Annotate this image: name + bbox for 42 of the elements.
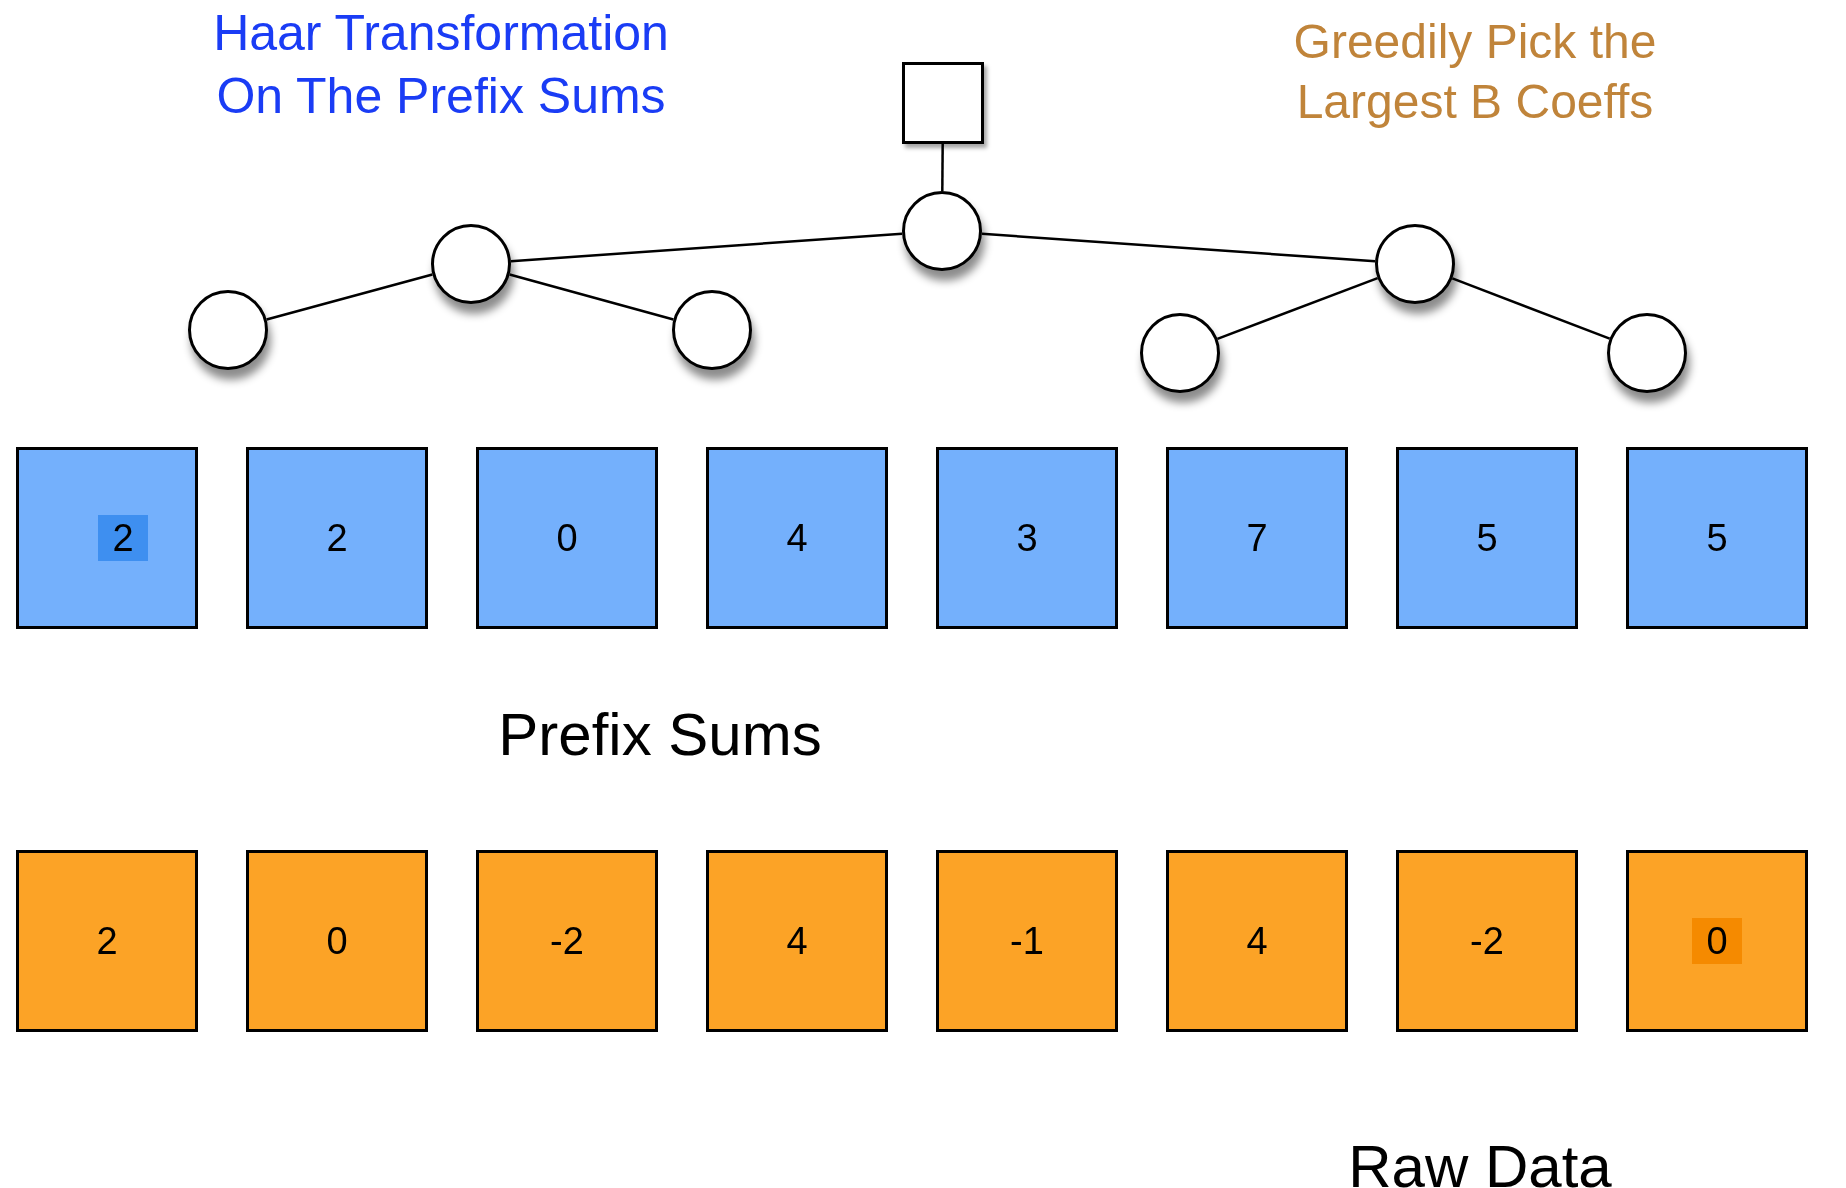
- prefix-sum-cell: [1626, 447, 1808, 629]
- prefix-sum-cell: [1396, 447, 1578, 629]
- row-label: Prefix Sums: [497, 700, 823, 770]
- tree-edge: [510, 232, 903, 263]
- prefix-sum-cell: [1166, 447, 1348, 629]
- cell-value: 4: [786, 922, 808, 960]
- row-label: Raw Data: [1347, 1132, 1613, 1188]
- tree-edge: [266, 273, 433, 321]
- cell-value: 5: [1706, 519, 1728, 557]
- prefix-sum-cell: [936, 447, 1118, 629]
- tree-edge: [509, 273, 674, 321]
- raw-data-cell: [1166, 850, 1348, 1032]
- raw-data-cell: [16, 850, 198, 1032]
- root-square: [902, 62, 984, 144]
- raw-data-cell: [246, 850, 428, 1032]
- cell-value: 0: [556, 519, 578, 557]
- raw-data-cell: [936, 850, 1118, 1032]
- cell-value: -2: [1470, 922, 1504, 960]
- cell-value: 0: [326, 922, 348, 960]
- prefix-sum-cell: [706, 447, 888, 629]
- tree-edge: [981, 232, 1376, 263]
- caption-label: Haar Transformation On The Prefix Sums: [212, 4, 670, 126]
- prefix-sum-cell: [16, 447, 198, 629]
- caption-label: Greedily Pick the Largest B Coeffs: [1292, 14, 1658, 130]
- cell-value: 2: [326, 519, 348, 557]
- cell-value: 7: [1246, 519, 1268, 557]
- cell-value: 2: [96, 922, 118, 960]
- prefix-sum-cell: [246, 447, 428, 629]
- cell-value: 2: [98, 515, 148, 561]
- cell-value: 5: [1476, 519, 1498, 557]
- cell-value: -2: [550, 922, 584, 960]
- cell-value: 4: [786, 519, 808, 557]
- raw-data-cell: [1396, 850, 1578, 1032]
- cell-value: 4: [1246, 922, 1268, 960]
- cell-value: 0: [1692, 918, 1742, 964]
- tree-edge: [941, 144, 944, 191]
- raw-data-cell: [1626, 850, 1808, 1032]
- cell-value: 3: [1016, 519, 1038, 557]
- raw-data-cell: [476, 850, 658, 1032]
- raw-data-cell: [706, 850, 888, 1032]
- cell-value: -1: [1010, 922, 1044, 960]
- prefix-sum-cell: [476, 447, 658, 629]
